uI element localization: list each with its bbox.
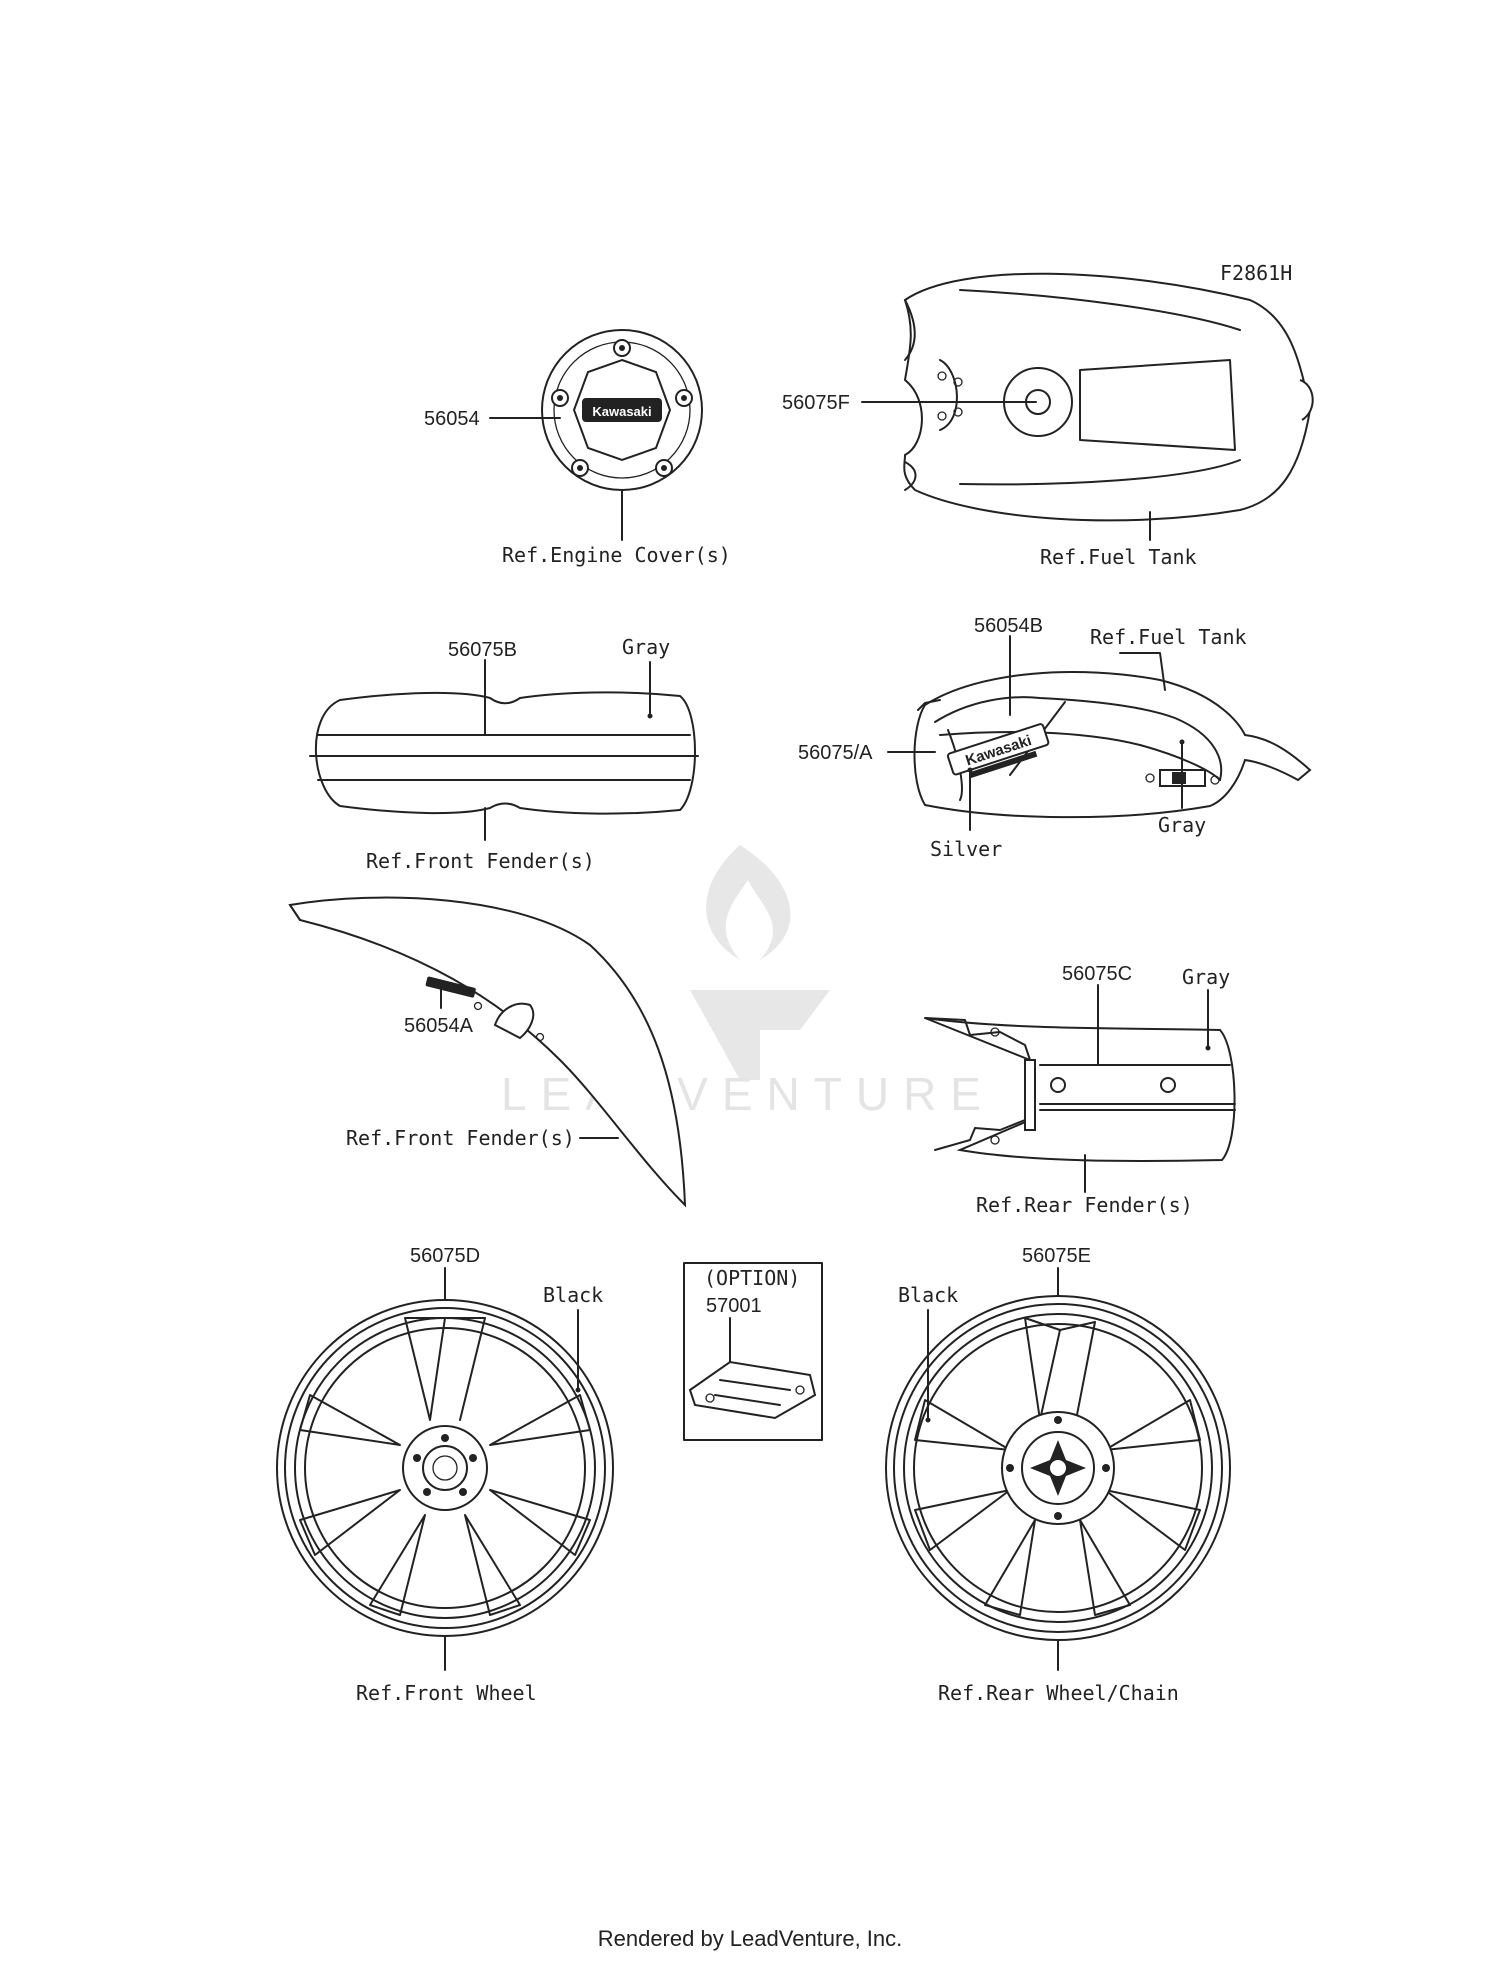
callout-56075-A: 56075/A [798,742,873,764]
callout-56075B: 56075B [448,639,517,661]
callout-56054: 56054 [424,408,480,430]
callout-56075F: 56075F [782,392,850,414]
front-fender-top-illustration [309,691,699,815]
rear-wheel-color: Black [898,1283,958,1307]
front-fender-side-illustration [288,896,687,1208]
engine-cover-logo: Kawasaki [592,404,651,419]
front-wheel-spokes [299,1317,591,1616]
engine-cover-illustration: Kawasaki [541,329,703,491]
diagram-id: F2861H [1220,261,1292,285]
rear-fender-color: Gray [1182,965,1230,989]
option-box: (OPTION) 57001 [683,1262,823,1441]
ref-rear-fender: Ref.Rear Fender(s) [976,1193,1193,1217]
front-wheel-illustration [276,1299,614,1637]
ref-engine-cover: Ref.Engine Cover(s) [502,543,731,567]
callout-56075D: 56075D [410,1245,480,1267]
ref-rear-wheel: Ref.Rear Wheel/Chain [938,1681,1179,1705]
callout-56054B: 56054B [974,615,1043,637]
ref-front-fender-top: Ref.Front Fender(s) [366,849,595,873]
ref-front-fender-side: Ref.Front Fender(s) [346,1126,575,1150]
footer-credit: Rendered by LeadVenture, Inc. [597,1926,903,1951]
ref-front-wheel: Ref.Front Wheel [356,1681,537,1705]
ref-fuel-tank-top: Ref.Fuel Tank [1040,545,1197,569]
tank-side-color-gray: Gray [1158,813,1206,837]
front-fender-top-color: Gray [622,635,670,659]
callout-56075C: 56075C [1062,963,1132,985]
rear-fender-illustration [924,1017,1236,1162]
rear-wheel-illustration [885,1295,1231,1641]
fuel-tank-top-illustration [903,272,1314,522]
rear-wheel-spokes [914,1317,1201,1616]
callout-57001: 57001 [706,1295,762,1317]
option-label: (OPTION) [704,1266,800,1290]
callout-56054A: 56054A [404,1015,474,1037]
ref-fuel-tank-side: Ref.Fuel Tank [1090,625,1247,649]
tank-side-color-silver: Silver [930,837,1002,861]
front-wheel-color: Black [543,1283,603,1307]
fuel-tank-side-illustration: Kawasaki [913,671,1312,819]
callout-56075E: 56075E [1022,1245,1091,1267]
